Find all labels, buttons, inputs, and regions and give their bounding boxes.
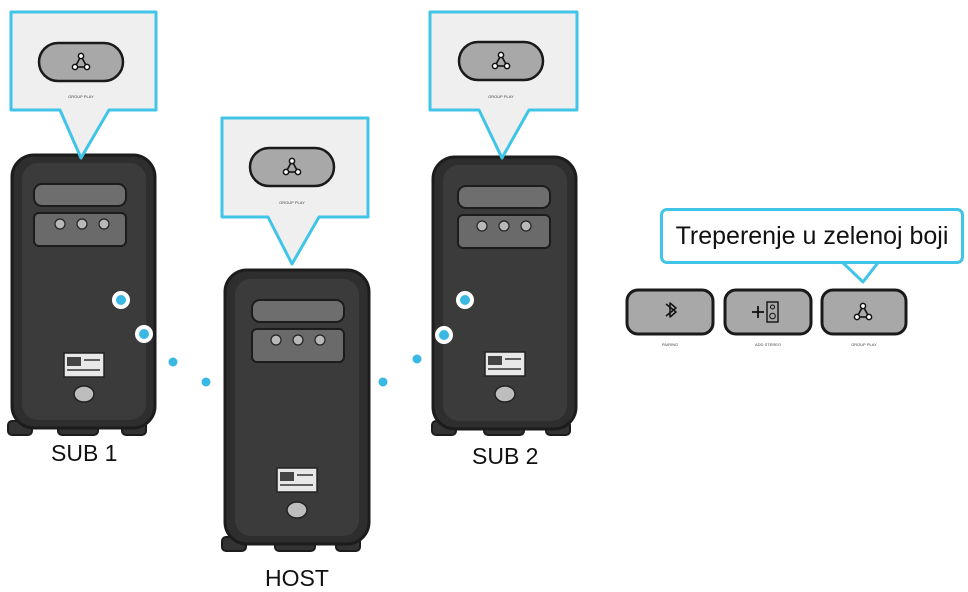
label-host: HOST (265, 565, 329, 591)
group-play-button[interactable] (457, 40, 545, 82)
speaker-host (221, 268, 371, 552)
legend-title: Treperenje u zelenoj boji (675, 221, 949, 250)
add-stereo-icon (752, 301, 779, 323)
legend-caption: GROUP PLAY (851, 342, 877, 347)
speaker-sub1 (7, 153, 157, 436)
label-sub1: SUB 1 (51, 440, 118, 466)
legend-callout: Treperenje u zelenoj boji (660, 208, 964, 264)
group-play-button[interactable] (248, 146, 336, 188)
button-caption: GROUP PLAY (488, 94, 514, 99)
button-caption: GROUP PLAY (68, 94, 94, 99)
legend-button-add-stereo[interactable]: ADD STEREO (723, 288, 813, 347)
legend-caption: ADD STEREO (755, 342, 781, 347)
label-sub2: SUB 2 (472, 443, 539, 469)
bluetooth-icon (665, 302, 677, 318)
legend-button-pairing[interactable]: PAIRING (625, 288, 715, 347)
legend-button-group-play[interactable]: GROUP PLAY (820, 288, 908, 347)
callout-host: GROUP PLAY (220, 116, 370, 266)
group-play-button[interactable] (37, 41, 125, 83)
legend-caption: PAIRING (662, 342, 678, 347)
button-caption: GROUP PLAY (279, 200, 305, 205)
connection-indicators (112, 291, 474, 387)
callout-sub2: GROUP PLAY (428, 10, 579, 160)
callout-sub1: GROUP PLAY (9, 10, 158, 160)
speaker-sub2 (431, 155, 578, 436)
